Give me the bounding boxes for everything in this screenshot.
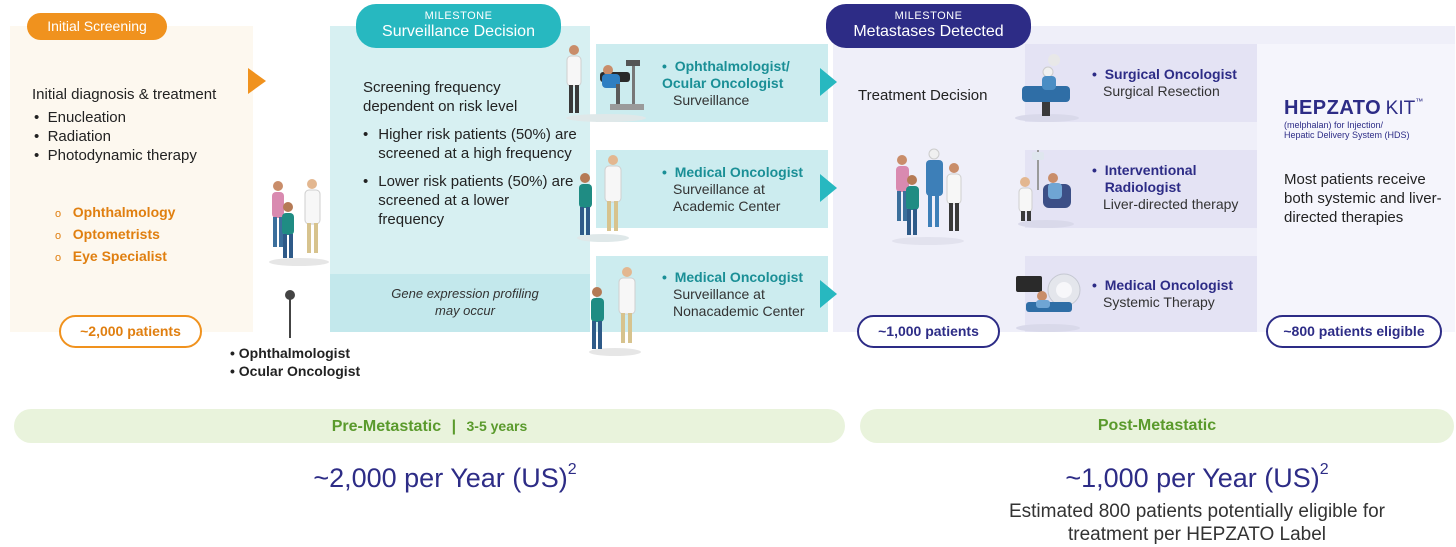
path-title: • Ophthalmologist/ Ocular Oncologist <box>662 58 822 92</box>
pre-metastatic-label: Pre-Metastatic <box>332 418 441 435</box>
initial-count-badge: ~2,000 patients <box>59 315 202 348</box>
milestone-label: MILESTONE <box>356 10 561 22</box>
surveillance-path-3: • Medical Oncologist Surveillance at Non… <box>662 269 828 320</box>
treatment-decision-label: Treatment Decision <box>858 86 1018 105</box>
treatment-path-3: • Medical Oncologist Systemic Therapy <box>1092 277 1252 311</box>
specialist-item: o Optometrists <box>55 224 245 246</box>
arrow-right-icon <box>820 174 837 202</box>
doctor-patient-icon <box>573 150 633 242</box>
treatment-list: • Enucleation • Radiation • Photodynamic… <box>34 108 244 165</box>
handoff-item: • Ophthalmologist <box>230 344 380 362</box>
surveillance-intro: Screening frequency dependent on risk le… <box>363 78 543 116</box>
handoff-list: • Ophthalmologist • Ocular Oncologist <box>230 344 380 380</box>
pre-metastatic-stat: ~2,000 per Year (US)2 <box>240 463 650 494</box>
post-metastatic-stat: ~1,000 per Year (US)2 <box>990 463 1404 494</box>
path-title: Interventional Radiologist <box>1105 162 1205 196</box>
arrow-right-icon <box>820 280 837 308</box>
timeline-separator: | <box>452 418 456 435</box>
hepzato-logo: HEPZATO KIT™ (melphalan) for Injection/ … <box>1284 97 1454 140</box>
metastases-milestone-pill: MILESTONE Metastases Detected <box>826 4 1031 48</box>
post-stat-text: ~1,000 per Year (US) <box>1065 463 1319 493</box>
treatment-item: • Enucleation <box>34 108 244 127</box>
treatment-item: • Radiation <box>34 127 244 146</box>
care-team-icon <box>888 146 968 246</box>
milestone-label: MILESTONE <box>826 10 1031 22</box>
pre-metastatic-bar: Pre-Metastatic | 3-5 years <box>14 409 845 443</box>
arrow-right-icon <box>248 68 266 94</box>
pre-metastatic-years: 3-5 years <box>467 418 528 434</box>
path-title: • Medical Oncologist <box>1092 277 1252 294</box>
surveillance-path-1: • Ophthalmologist/ Ocular Oncologist Sur… <box>662 58 822 109</box>
hepzato-count-badge: ~800 patients eligible <box>1266 315 1442 348</box>
pre-stat-footnote: 2 <box>568 461 577 478</box>
specialist-list: o Ophthalmology o Optometrists o Eye Spe… <box>55 202 245 268</box>
milestone-title: Surveillance Decision <box>356 23 561 41</box>
risk-list: •Higher risk patients (50%) are screened… <box>363 125 578 229</box>
surgery-icon <box>1012 50 1082 122</box>
treatment-path-2: • Interventional Radiologist Liver-direc… <box>1092 162 1252 213</box>
metastases-count-badge: ~1,000 patients <box>857 315 1000 348</box>
specialist-item: o Eye Specialist <box>55 246 245 268</box>
post-metastatic-label: Post-Metastatic <box>1098 417 1216 434</box>
handoff-item: • Ocular Oncologist <box>230 362 380 380</box>
surveillance-path-2: • Medical Oncologist Surveillance at Aca… <box>662 164 822 215</box>
post-metastatic-bar: Post-Metastatic <box>860 409 1454 443</box>
path-title: • Surgical Oncologist <box>1092 66 1252 83</box>
hepzato-kit: KIT <box>1386 98 1416 119</box>
hepzato-line1: (melphalan) for Injection/ <box>1284 120 1454 130</box>
path-sub: Surveillance at Nonacademic Center <box>662 286 828 320</box>
exam-chair-icon <box>560 42 652 122</box>
path-title: • Medical Oncologist <box>662 269 828 286</box>
path-sub: Systemic Therapy <box>1092 294 1252 311</box>
treatment-path-1: • Surgical Oncologist Surgical Resection <box>1092 66 1252 100</box>
path-title-wrap: • Interventional Radiologist <box>1092 162 1252 196</box>
path-sub: Surgical Resection <box>1092 83 1252 100</box>
specialist-item: o Ophthalmology <box>55 202 245 224</box>
scanner-icon <box>1012 262 1084 332</box>
milestone-title: Metastases Detected <box>826 23 1031 41</box>
path-sub: Surveillance at Academic Center <box>662 181 822 215</box>
arrow-right-icon <box>820 68 837 96</box>
hepzato-line2: Hepatic Delivery System (HDS) <box>1284 130 1454 140</box>
doctor-patient-icon <box>264 174 334 266</box>
risk-item: •Higher risk patients (50%) are screened… <box>363 125 578 163</box>
pre-stat-text: ~2,000 per Year (US) <box>313 463 567 493</box>
hepzato-tm: ™ <box>1415 97 1423 106</box>
infusion-chair-icon <box>1015 148 1077 228</box>
path-sub: Surveillance <box>662 92 822 109</box>
hepzato-note: Most patients receive both systemic and … <box>1284 170 1444 227</box>
post-metastatic-estimate: Estimated 800 patients potentially eligi… <box>985 500 1409 546</box>
risk-item: •Lower risk patients (50%) are screened … <box>363 172 578 229</box>
surveillance-milestone-pill: MILESTONE Surveillance Decision <box>356 4 561 48</box>
hepzato-brand: HEPZATO <box>1284 97 1381 119</box>
initial-screening-pill: Initial Screening <box>27 13 167 40</box>
initial-screening-panel <box>10 26 253 332</box>
doctor-patient-icon <box>585 262 645 356</box>
treatment-item: • Photodynamic therapy <box>34 146 244 165</box>
path-sub: Liver-directed therapy <box>1092 196 1252 213</box>
initial-heading: Initial diagnosis & treatment <box>32 85 247 104</box>
path-title: • Medical Oncologist <box>662 164 822 181</box>
post-stat-footnote: 2 <box>1320 461 1329 478</box>
gene-profiling-note: Gene expression profiling may occur <box>380 285 550 319</box>
connector-dot <box>285 290 295 300</box>
